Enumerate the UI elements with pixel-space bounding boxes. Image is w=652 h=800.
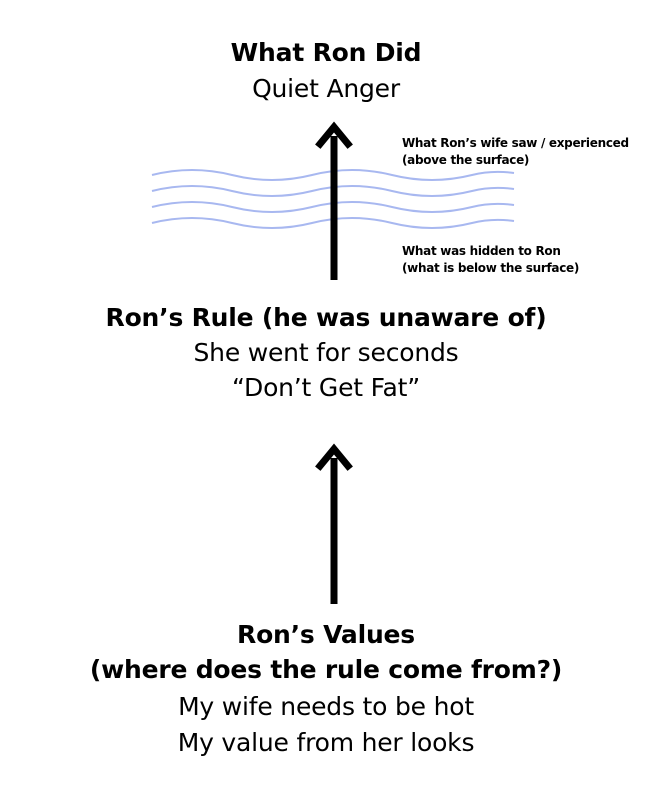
below-surface-note-line1: What was hidden to Ron xyxy=(402,244,561,258)
values-line-1: My wife needs to be hot xyxy=(178,692,474,721)
rule-line-2: “Don’t Get Fat” xyxy=(232,373,420,402)
top-subtitle: Quiet Anger xyxy=(252,74,400,103)
wave-line-4 xyxy=(151,217,515,229)
arrow-up-icon xyxy=(315,121,353,280)
above-surface-note-line2: (above the surface) xyxy=(402,153,530,167)
values-line-2: My value from her looks xyxy=(177,728,475,757)
values-title: Ron’s Values xyxy=(237,620,415,649)
wave-line-1 xyxy=(151,169,515,181)
below-surface-note: What was hidden to Ron (what is below th… xyxy=(402,243,579,277)
wave-line-2 xyxy=(151,185,515,197)
rule-line-1: She went for seconds xyxy=(193,338,459,367)
above-surface-note-line1: What Ron’s wife saw / experienced xyxy=(402,136,629,150)
rule-title: Ron’s Rule (he was unaware of) xyxy=(105,303,547,332)
above-surface-note: What Ron’s wife saw / experienced (above… xyxy=(402,135,629,169)
top-title: What Ron Did xyxy=(230,38,422,67)
values-subtitle: (where does the rule come from?) xyxy=(89,655,563,684)
wave-line-3 xyxy=(151,201,515,213)
below-surface-note-line2: (what is below the surface) xyxy=(402,261,580,275)
arrow-up-icon xyxy=(315,443,353,604)
